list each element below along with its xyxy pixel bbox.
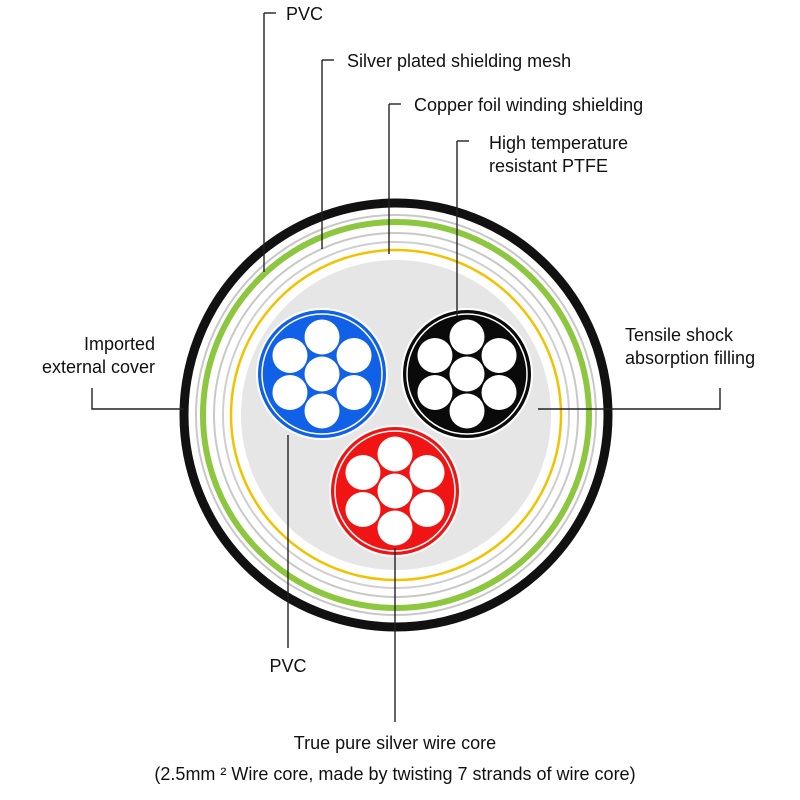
blue-core-strand-3 [336,375,372,410]
black-core-strand-4 [449,393,485,429]
blue-core-strand-4 [304,393,340,429]
leader-lines [91,12,721,722]
labels: PVC Silver plated shielding mesh Copper … [42,4,755,784]
label-ptfe-line1: High temperature [489,133,628,153]
black-core-strand-5 [417,375,453,410]
red-core-strand-4 [377,510,413,546]
red-core-strand-3 [409,492,445,527]
black-core-inner-ring [406,313,528,435]
red-core-strand-1 [377,473,413,509]
red-core-strand-6 [345,455,381,490]
red-core-strand-5 [345,492,381,527]
copper-foil-winding-ring [229,248,563,582]
black-core-strand-3 [481,375,517,410]
cable-layers [179,198,613,632]
black-wire-core [401,308,533,440]
label-silver-mesh: Silver plated shielding mesh [347,51,571,71]
label-wire-core-note: (2.5mm ² Wire core, made by twisting 7 s… [154,764,635,784]
black-core-strand-1 [449,356,485,392]
leader-imported-cover [91,388,184,410]
blue-core-inner-ring [261,313,383,435]
blue-core-strand-2 [336,338,372,373]
gray-ring-2 [213,232,579,598]
label-ptfe-line2: resistant PTFE [489,156,608,176]
black-core-strand-6 [417,338,453,373]
label-tensile-line2: absorption filling [625,348,755,368]
label-wire-core: True pure silver wire core [294,733,496,753]
label-imported-line2: external cover [42,357,155,377]
label-inner-pvc: PVC [269,656,306,676]
black-core-strand-2 [481,338,517,373]
leader-tensile-filling [538,388,721,410]
gray-ring-1 [195,214,597,616]
blue-wire-core [256,308,388,440]
red-wire-core [329,425,461,557]
gray-ring-3 [222,241,570,589]
black-core-strand-7 [449,319,485,355]
blue-core-strand-7 [304,319,340,355]
silver-plated-shielding-mesh-ring [200,219,592,611]
blue-core-strand-1 [304,356,340,392]
red-core-strand-2 [409,455,445,490]
label-outer-pvc: PVC [286,4,323,24]
label-imported-line1: Imported [84,334,155,354]
red-core-strand-7 [377,436,413,472]
blue-core-strand-5 [272,375,308,410]
blue-core-strand-6 [272,338,308,373]
label-copper-foil: Copper foil winding shielding [414,95,643,115]
label-tensile-line1: Tensile shock [625,325,734,345]
